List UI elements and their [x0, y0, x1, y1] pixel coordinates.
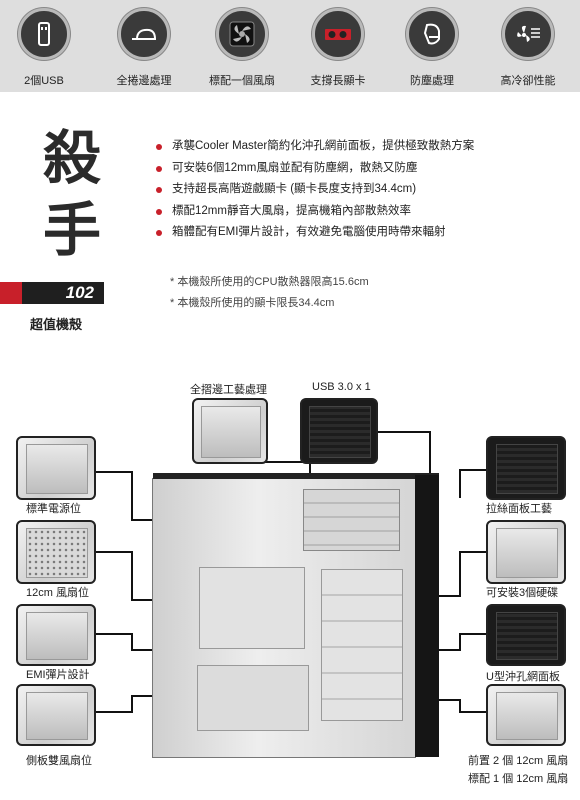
bullet-dot: [156, 208, 162, 215]
callout-emi-photo: [16, 604, 96, 666]
callout-fan-label: 12cm 風扇位: [26, 587, 89, 599]
callout-front-fan-label-1: 前置 2 個 12cm 風扇: [468, 755, 569, 767]
callout-psu-label: 標準電源位: [26, 503, 81, 515]
feature-fan: 標配一個風扇: [202, 8, 282, 88]
callout-rolled-edge-label: 全摺邊工藝處理: [190, 384, 267, 396]
note-gpu: * 本機殼所使用的顯卡限長34.4cm: [170, 297, 335, 309]
case-illustration: [152, 473, 439, 758]
feature-label: 高冷卻性能: [500, 75, 556, 87]
list-item-text: 箱體配有EMI彈片設計，有效避免電腦使用時帶來輻射: [172, 226, 446, 238]
callout-mesh-panel-label: U型沖孔網面板: [486, 671, 560, 683]
feature-usb: 2個USB: [4, 8, 84, 88]
bullet-dot: [156, 165, 162, 172]
feature-band: 2個USB 全捲邊處理 標配一個風扇 支撐長顯卡 防塵處理 高冷卻性能: [0, 0, 580, 92]
product-subtitle: 超值機殼: [30, 317, 83, 332]
bullet-dot: [156, 144, 162, 150]
drive-bays: [303, 489, 400, 551]
list-item-text: 支持超長高階遊戲顯卡 (顯卡長度支持到34.4cm): [172, 183, 417, 195]
model-number: 102: [65, 283, 94, 302]
bullet-dot: [156, 187, 162, 193]
list-item-text: 標配12mm靜音大風扇，提高機箱內部散熱效率: [172, 204, 411, 217]
feature-label: 2個USB: [24, 75, 64, 87]
callout-brushed-panel-label: 拉絲面板工藝: [486, 503, 552, 515]
list-item: 標配12mm靜音大風扇，提高機箱內部散熱效率: [154, 201, 574, 223]
list-item: 可安裝6個12mm風扇並配有防塵網，散熱又防塵: [154, 158, 574, 180]
callout-hdd-label: 可安裝3個硬碟: [486, 587, 559, 599]
hdd-cage: [321, 569, 403, 721]
rolled-edge-icon: [118, 8, 170, 60]
callout-brushed-panel-photo: [486, 436, 566, 500]
dust-mask-icon: [406, 8, 458, 60]
callout-psu-photo: [16, 436, 96, 500]
feature-list: 承襲Cooler Master簡約化沖孔網前面板，提供極致散熱方案 可安裝6個1…: [154, 136, 574, 244]
notes: * 本機殼所使用的CPU散熱器限高15.6cm * 本機殼所使用的顯卡限長34.…: [170, 272, 369, 314]
callout-hdd-photo: [486, 520, 566, 584]
callout-side-fan-label: 側板雙風扇位: [26, 755, 92, 767]
callout-fan-photo: [16, 520, 96, 584]
feature-graphics-card: 支撐長顯卡: [298, 8, 378, 88]
motherboard-tray: [199, 567, 305, 649]
feature-dust: 防塵處理: [392, 8, 472, 88]
bullet-dot: [156, 230, 162, 236]
list-item: 承襲Cooler Master簡約化沖孔網前面板，提供極致散熱方案: [154, 136, 574, 158]
callout-side-fan-photo: [16, 684, 96, 746]
callout-front-fan-photo: [486, 684, 566, 746]
callout-usb-photo: [300, 398, 378, 464]
note-cpu: * 本機殼所使用的CPU散熱器限高15.6cm: [170, 276, 369, 288]
product-title: 殺 手: [32, 122, 112, 266]
case-side-panel: [415, 475, 439, 757]
title-char-1: 殺: [42, 124, 101, 192]
callout-rolled-edge-photo: [192, 398, 268, 464]
list-item: 箱體配有EMI彈片設計，有效避免電腦使用時帶來輻射: [154, 222, 574, 244]
list-item-text: 可安裝6個12mm風扇並配有防塵網，散熱又防塵: [172, 161, 418, 174]
badge-accent: [0, 282, 22, 304]
title-char-2: 手: [42, 196, 101, 264]
model-badge: 102: [0, 282, 104, 304]
feature-label: 防塵處理: [410, 75, 454, 87]
callout-usb-label: USB 3.0 x 1: [312, 381, 371, 393]
list-item-text: 承襲Cooler Master簡約化沖孔網前面板，提供極致散熱方案: [172, 140, 475, 152]
graphics-card-icon: [312, 8, 364, 60]
callout-front-fan-label-2: 標配 1 個 12cm 風扇: [468, 773, 569, 785]
feature-label: 標配一個風扇: [209, 75, 275, 87]
cooling-icon: [502, 8, 554, 60]
feature-label: 全捲邊處理: [116, 75, 172, 87]
callout-emi-label: EMI彈片設計: [26, 669, 90, 681]
fan-icon: [216, 8, 268, 60]
feature-rolled-edge: 全捲邊處理: [104, 8, 184, 88]
feature-label: 支撐長顯卡: [310, 75, 366, 87]
callout-mesh-panel-photo: [486, 604, 566, 666]
list-item: 支持超長高階遊戲顯卡 (顯卡長度支持到34.4cm): [154, 179, 574, 201]
psu-area: [197, 665, 309, 731]
usb-icon: [18, 8, 70, 60]
feature-cooling: 高冷卻性能: [488, 8, 568, 88]
